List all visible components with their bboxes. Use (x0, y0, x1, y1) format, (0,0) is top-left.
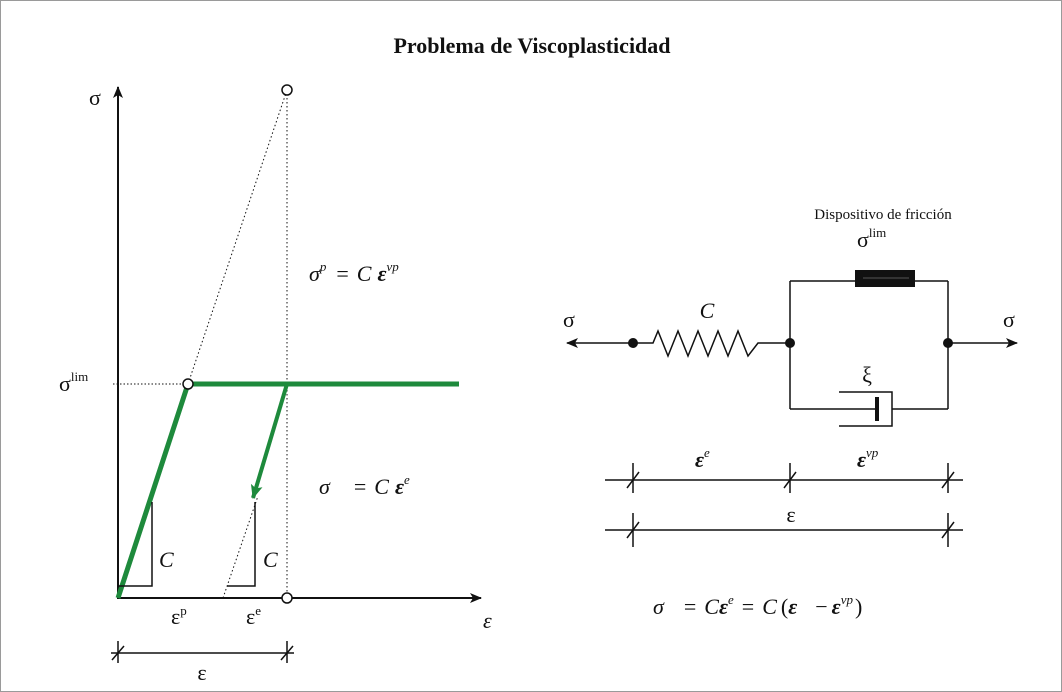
eps-p-label: εp (171, 603, 187, 629)
top-point (281, 84, 293, 96)
diagram-title: Problema de Viscoplasticidad (393, 33, 670, 58)
x-axis-label: ε (483, 608, 492, 633)
node-left (628, 338, 638, 348)
unloading-extension-line (222, 495, 259, 599)
model-eps-e-label: εe (695, 445, 710, 472)
eps-total-label: ε (197, 660, 206, 685)
stress-strain-graph: σ ε σlim C C εp εe (59, 84, 492, 685)
eps-e-label: εe (246, 603, 261, 629)
slope-triangle-left (118, 502, 153, 587)
yield-point (182, 378, 194, 390)
slope-right-label: C (263, 547, 278, 572)
strain-dimensions (605, 463, 963, 547)
node-middle (785, 338, 795, 348)
sigma-lim-label: σlim (59, 369, 88, 396)
sigma-left-label: σ (563, 307, 575, 332)
model-eps-vp-label: εvp (857, 445, 879, 472)
sigma-right-label: σ (1003, 307, 1015, 332)
dashpot-label: ξ (862, 362, 872, 387)
rheological-model: Dispositivo de fricción σlim σ C ξ σ (563, 207, 1018, 547)
spring (633, 328, 790, 359)
spring-label: C (700, 298, 715, 323)
y-axis-label: σ (89, 85, 101, 110)
slope-triangle-right (227, 502, 256, 587)
slope-left-label: C (159, 547, 174, 572)
constitutive-equation: σ=Cεe=C(ε−εvp) (653, 592, 862, 619)
unloading-arrow (250, 383, 289, 499)
total-strain-point (281, 592, 293, 604)
elastic-extension-line (187, 89, 288, 385)
friction-sigma-lim-label: σlim (857, 225, 886, 252)
friction-device-caption: Dispositivo de fricción (814, 207, 952, 223)
model-eps-total-label: ε (786, 502, 795, 527)
total-strain-dimension (111, 641, 294, 663)
